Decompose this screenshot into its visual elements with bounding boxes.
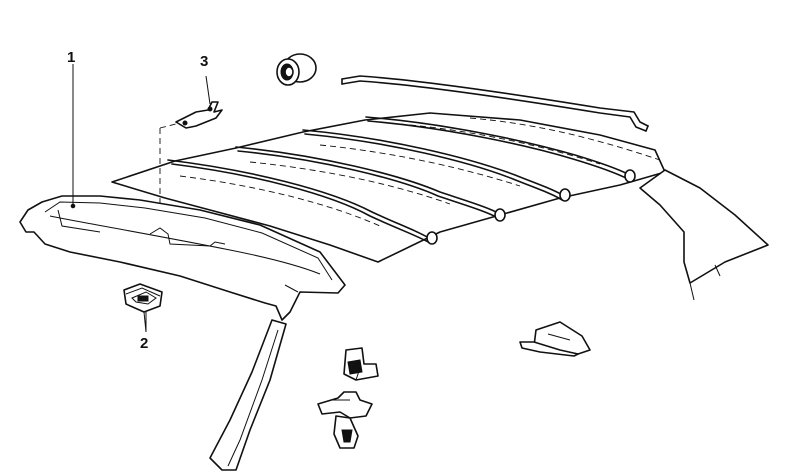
grommet xyxy=(276,53,317,86)
clip-upper xyxy=(343,347,379,381)
callout-2: 2 xyxy=(140,335,148,352)
trim-rod xyxy=(341,75,649,132)
headliner-fabric xyxy=(111,112,769,301)
callout-1: 1 xyxy=(67,49,75,66)
angled-clip xyxy=(519,321,591,357)
bracket-part-3 xyxy=(159,75,223,222)
roof-bows xyxy=(167,116,661,245)
leader-lines xyxy=(70,64,147,332)
clip-part-2 xyxy=(123,283,163,333)
header-panel-part-1 xyxy=(19,195,346,321)
callout-3: 3 xyxy=(200,53,208,70)
clip-lower xyxy=(317,391,373,449)
a-pillar-trim xyxy=(209,319,287,471)
